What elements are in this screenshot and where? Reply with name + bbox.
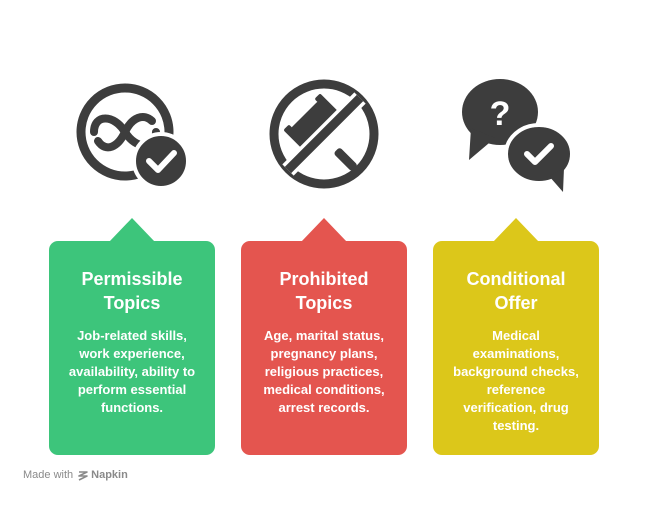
card-description: Age, marital status, pregnancy plans, re… [263,328,385,415]
footer-prefix: Made with [23,469,74,481]
no-gavel-icon [265,75,383,193]
footer-brand: Napkin [91,469,128,481]
card-title: Permissible Topics [81,269,183,313]
infinity-check-icon [68,75,196,193]
card-prohibited-topics: Prohibited Topics Age, marital status, p… [241,218,407,455]
card-description: Job-related skills, work experience, ava… [68,328,196,415]
card-permissible-topics: Permissible Topics Job-related skills, w… [49,218,215,455]
made-with-napkin-footer: Made with Napkin [23,469,128,481]
card-conditional-offer: Conditional Offer Medical examinations, … [433,218,599,455]
question-check-bubbles-icon: ? [455,72,580,197]
card-title: Conditional Offer [466,269,566,313]
card-title: Prohibited Topics [279,269,369,313]
napkin-logo-icon [78,470,88,481]
card-description: Medical examinations, background checks,… [453,328,579,433]
svg-text:?: ? [490,95,511,133]
